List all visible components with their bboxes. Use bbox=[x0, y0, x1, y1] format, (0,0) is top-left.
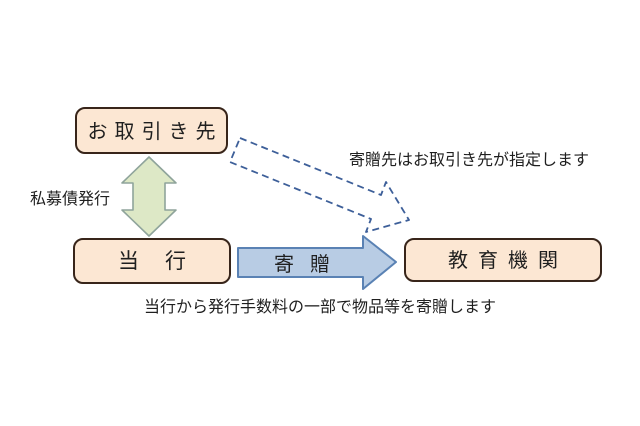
designation-dashed-arrow-icon bbox=[229, 137, 410, 233]
designation-note: 寄贈先はお取引き先が指定します bbox=[349, 150, 590, 169]
node-client: お取引き先 bbox=[75, 107, 228, 154]
node-client-label: お取引き先 bbox=[87, 118, 223, 143]
private-bond-label: 私募債発行 bbox=[30, 189, 111, 208]
private-bond-double-arrow-icon bbox=[121, 156, 177, 237]
node-bank-label: 当行 bbox=[118, 248, 212, 273]
node-institution: 教育機関 bbox=[404, 238, 602, 282]
node-institution-label: 教育機関 bbox=[448, 248, 568, 272]
donation-arrow-icon bbox=[237, 235, 397, 290]
node-bank: 当行 bbox=[73, 238, 231, 284]
bottom-note: 当行から発行手数料の一部で物品等を寄贈します bbox=[143, 297, 496, 316]
donation-arrow-label: 寄贈 bbox=[274, 252, 346, 276]
